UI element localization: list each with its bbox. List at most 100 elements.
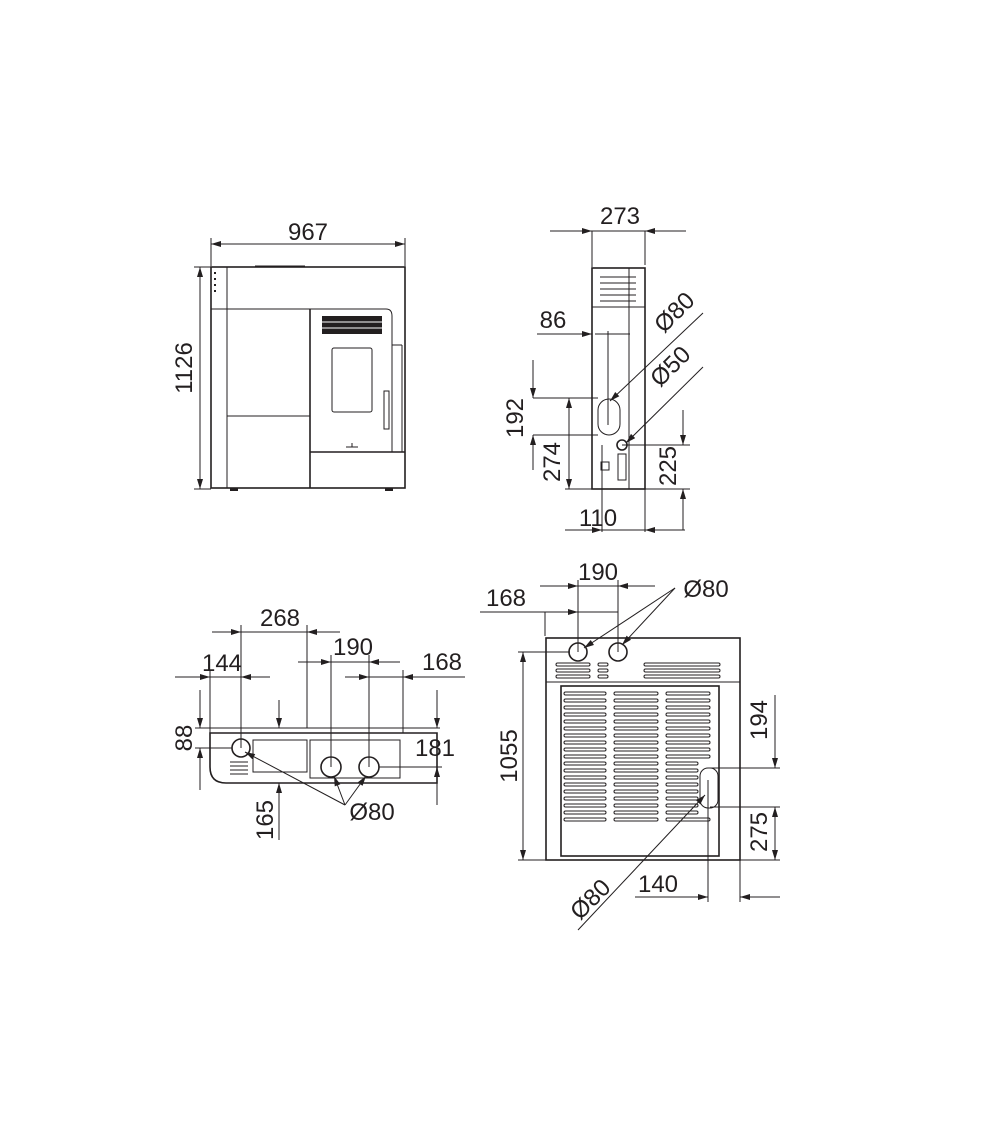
flue-offset-label: 86: [540, 307, 567, 334]
louver-slot: [563, 726, 607, 731]
louver-slot: [665, 803, 699, 808]
louver-slot: [613, 789, 659, 794]
louver-slot: [665, 782, 699, 787]
louver-slot: [613, 761, 659, 766]
louver-slot: [613, 775, 659, 780]
louver-slot: [665, 726, 711, 731]
louver-slot: [613, 768, 659, 773]
louver-slot: [665, 817, 711, 822]
louver-slot: [555, 668, 591, 673]
louver-slot: [613, 691, 659, 696]
door-handle: [383, 390, 390, 430]
louver-slot: [613, 754, 659, 759]
louver-slot: [563, 796, 607, 801]
louver-slot: [643, 668, 721, 673]
louver-slot: [563, 817, 607, 822]
flue-leader: [609, 312, 704, 402]
louver-slot: [563, 712, 607, 717]
air-offset-label: 110: [579, 505, 617, 532]
louver-slot: [563, 768, 607, 773]
louver-slot: [665, 775, 699, 780]
louver-slot: [555, 662, 591, 667]
louver-slot: [665, 747, 711, 752]
louver-slot: [563, 775, 607, 780]
louver-slot: [613, 726, 659, 731]
louver-slot: [665, 719, 711, 724]
width-label: 967: [288, 219, 328, 246]
louver-slot: [613, 733, 659, 738]
louver-slot: [563, 719, 607, 724]
louver-slot: [665, 733, 711, 738]
diameter-label: Ø80: [349, 799, 394, 826]
louver-slot: [563, 705, 607, 710]
louver-slot: [597, 668, 609, 673]
louver-slot: [563, 754, 607, 759]
back-span-194-label: 194: [746, 700, 773, 740]
louver-slot: [643, 674, 721, 679]
louver-slot: [665, 761, 699, 766]
louver-slot: [613, 698, 659, 703]
air-height-label: 225: [655, 446, 682, 486]
depth-88-label: 88: [171, 725, 198, 752]
louver-slot: [563, 810, 607, 815]
louver-slot: [563, 803, 607, 808]
louver-slot: [665, 810, 699, 815]
depth-label: 273: [600, 203, 640, 230]
louver-slot: [665, 796, 699, 801]
span-168-label: 168: [422, 649, 462, 676]
back-bottom-diameter-label: Ø80: [565, 874, 616, 925]
back-span-190-label: 190: [578, 559, 618, 586]
hopper-opening: [252, 739, 308, 773]
height-label: 1126: [171, 342, 198, 394]
span-268-label: 268: [260, 605, 300, 632]
back-span-140-label: 140: [638, 871, 678, 898]
flue-span-label: 192: [502, 398, 529, 438]
flue-outlet: [597, 398, 621, 436]
side-body: [591, 267, 646, 490]
louver-slot: [613, 712, 659, 717]
stove-body: [210, 266, 406, 489]
louver-slot: [597, 662, 609, 667]
top-view: 268 144 190 168 88 181 165 Ø80: [171, 605, 465, 840]
louver-slot: [665, 789, 699, 794]
depth-181-label: 181: [415, 735, 455, 762]
louver-slot: [665, 705, 711, 710]
louver-slot: [555, 674, 591, 679]
back-flue-outlet: [699, 767, 719, 809]
louver-slot: [665, 740, 711, 745]
louver-slot: [613, 803, 659, 808]
louver-slot: [613, 705, 659, 710]
side-louvers: [600, 276, 636, 302]
back-span-168-label: 168: [486, 585, 526, 612]
louver-slot: [665, 698, 711, 703]
louver-slot: [563, 789, 607, 794]
door: [310, 308, 393, 452]
louver-slot: [613, 796, 659, 801]
fire-window: [331, 347, 373, 413]
louver-slot: [563, 747, 607, 752]
depth-165-label: 165: [252, 800, 279, 840]
flue-diameter-label: Ø80: [649, 287, 700, 338]
louver-slot: [563, 782, 607, 787]
louver-slot: [563, 691, 607, 696]
back-top-diameter-label: Ø80: [683, 576, 728, 603]
span-144-label: 144: [202, 650, 242, 677]
louver-slot: [665, 691, 711, 696]
louver-slot: [665, 754, 711, 759]
back-body: [545, 637, 741, 861]
side-view: 273 86 Ø80 Ø50 192 274 225 110: [502, 203, 704, 533]
air-leader: [625, 366, 704, 444]
louver-slot: [665, 712, 711, 717]
top-outline: [209, 732, 438, 784]
louver-slot: [613, 810, 659, 815]
louver-slot: [643, 662, 721, 667]
louver-slot: [665, 768, 699, 773]
louver-slot: [613, 747, 659, 752]
louver-slot: [563, 698, 607, 703]
louver-slot: [613, 719, 659, 724]
louver-slot: [613, 782, 659, 787]
air-diameter-label: Ø50: [645, 341, 696, 392]
back-panel: [560, 685, 720, 857]
louver-slot: [613, 740, 659, 745]
